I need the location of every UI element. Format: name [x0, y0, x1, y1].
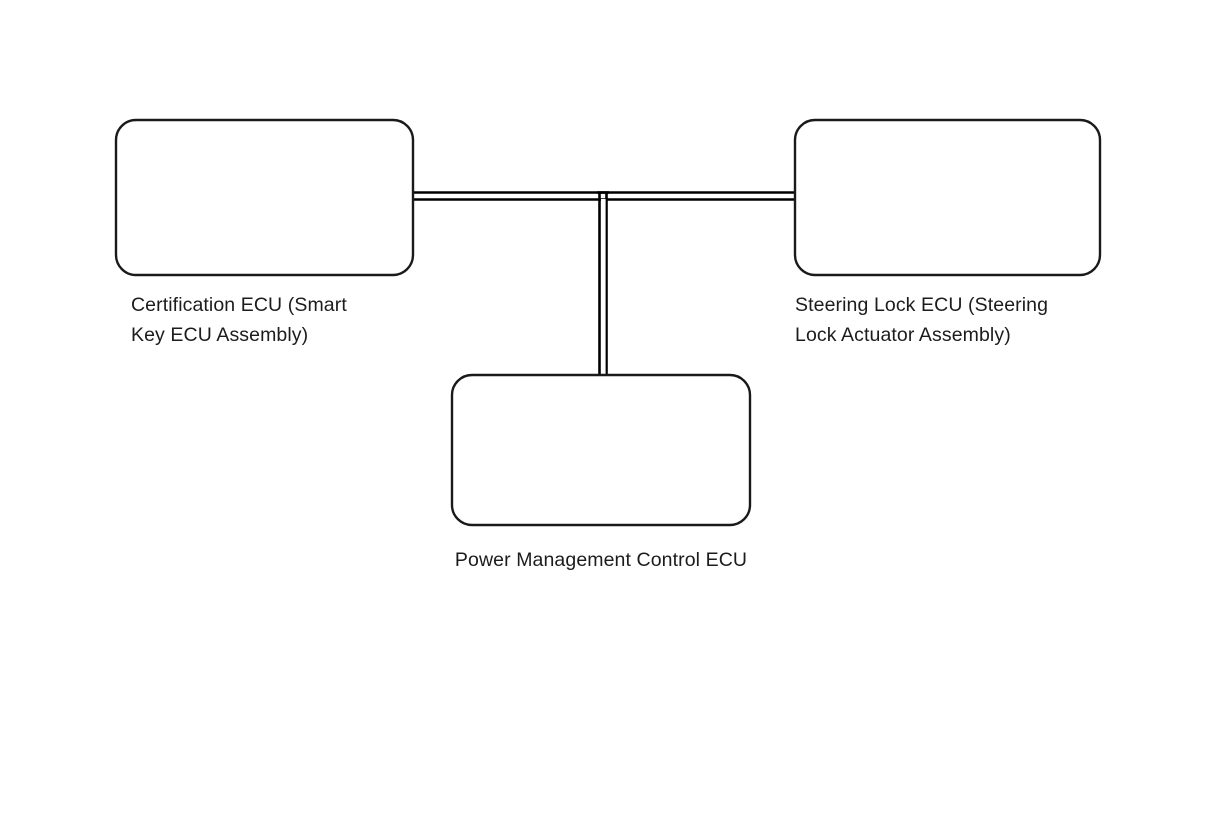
bus-vertical[interactable] [598, 192, 608, 378]
node-certification-ecu[interactable] [114, 118, 415, 277]
node-certification-ecu-box[interactable] [114, 118, 415, 277]
node-power-management-control-ecu[interactable] [450, 373, 752, 527]
bus-network [413, 191, 800, 379]
node-power-management-control-ecu-box[interactable] [450, 373, 752, 527]
node-label-certification-ecu: Certification ECU (Smart Key ECU Assembl… [131, 294, 347, 346]
node-label-steering-lock-ecu: Steering Lock ECU (Steering Lock Actuato… [795, 294, 1049, 346]
node-label-power-management-control-ecu: Power Management Control ECU [454, 549, 748, 571]
node-steering-lock-ecu[interactable] [793, 118, 1102, 277]
node-steering-lock-ecu-box[interactable] [793, 118, 1102, 277]
bus-junction-gap-mask [601, 199, 606, 379]
